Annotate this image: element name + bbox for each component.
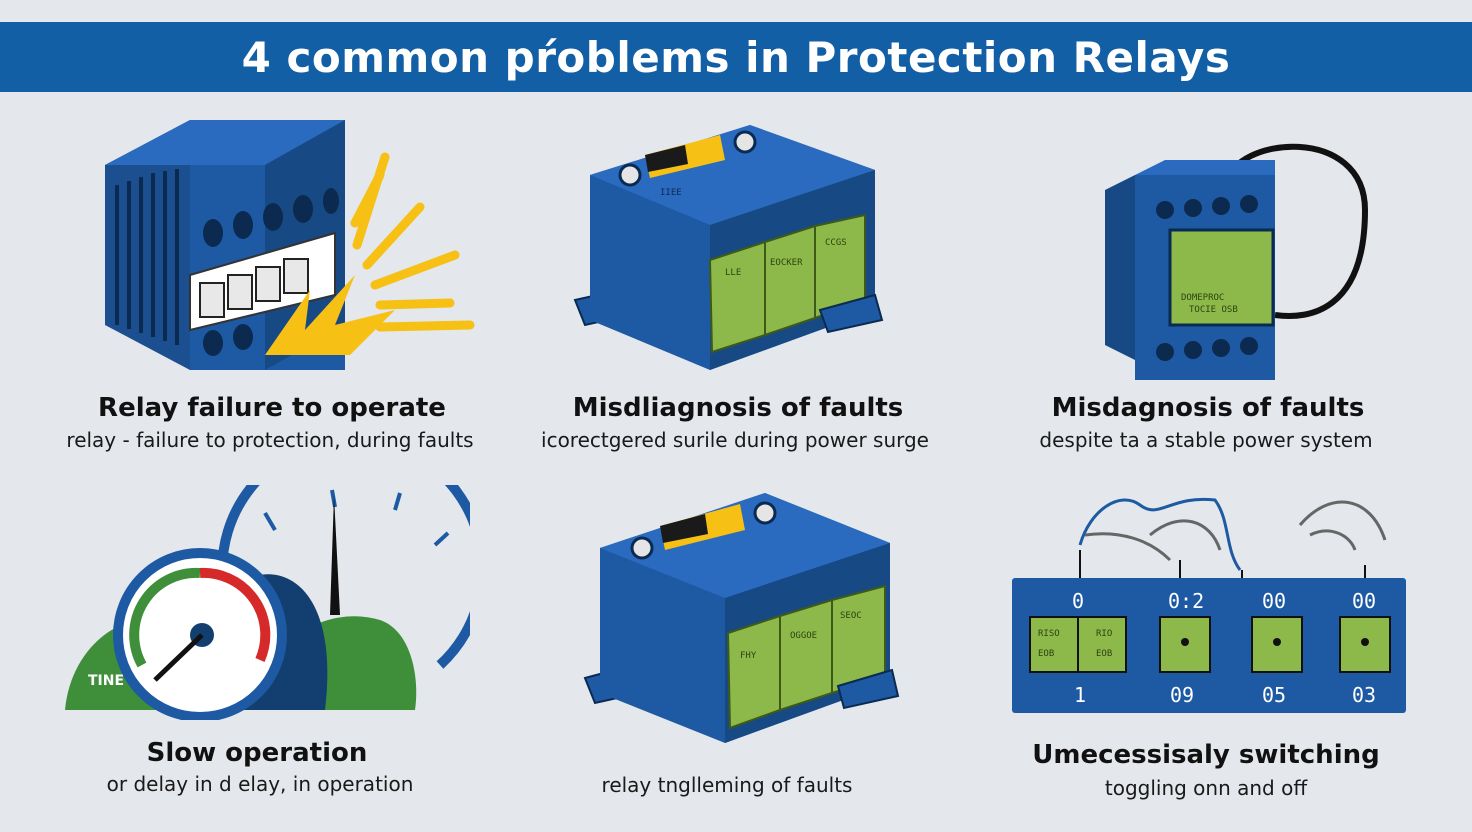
svg-text:EOCKER: EOCKER [770, 258, 803, 268]
strip-bottom-label-2: 09 [1170, 683, 1194, 707]
panel-2-subtitle: icorectgered surile during power surge [541, 428, 929, 452]
strip-bottom-label-1: 1 [1074, 683, 1086, 707]
svg-text:IIEE: IIEE [660, 188, 682, 198]
gauge-icon: TINE [65, 485, 470, 720]
relay-module-icon-2: FHY OGGOE SEOC [583, 493, 900, 743]
svg-text:OGGOE: OGGOE [790, 631, 817, 641]
svg-text:SEOC: SEOC [840, 611, 862, 621]
header-banner: 4 common pŕoblems in Protection Relays [0, 22, 1472, 92]
panel-4-subtitle: or delay in d elay, in operation [106, 772, 414, 796]
strip-top-label-4: 00 [1352, 589, 1376, 613]
din-relay-icon: DOMEPROC TOCIE OSB [1105, 143, 1369, 380]
relay-module-icon: LLE EOCKER CCGS IIEE [573, 125, 884, 370]
svg-text:TOCIE OSB: TOCIE OSB [1189, 305, 1238, 315]
panel-6-subtitle: toggling onn and off [1104, 776, 1308, 800]
panel-3-title: Misdagnosis of faults [1051, 393, 1365, 423]
relay-strip-icon: RISO RIO EOB EOB 0 0:2 00 00 1 09 05 03 [1012, 497, 1406, 713]
page-title: 4 common pŕoblems in Protection Relays [241, 32, 1231, 82]
burning-relay-icon [105, 120, 475, 370]
panel-4-title: Slow operation [146, 738, 368, 768]
strip-top-label-3: 00 [1262, 589, 1286, 613]
panel-1-title: Relay failure to operate [98, 393, 446, 423]
svg-text:RIO: RIO [1096, 629, 1112, 639]
panel-3-subtitle: despite ta a stable power system [1039, 428, 1373, 452]
svg-text:LLE: LLE [725, 268, 741, 278]
svg-text:DOMEPROC: DOMEPROC [1181, 293, 1224, 303]
svg-text:EOB: EOB [1096, 649, 1112, 659]
panel-1-subtitle: relay - failure to protection, during fa… [66, 428, 474, 452]
panel-2-title: Misdliagnosis of faults [572, 393, 904, 423]
panel-5-subtitle: relay tnglleming of faults [601, 773, 853, 797]
strip-bottom-label-3: 05 [1262, 683, 1286, 707]
svg-text:EOB: EOB [1038, 649, 1054, 659]
gauge-label: TINE [88, 673, 124, 689]
svg-text:RISO: RISO [1038, 629, 1060, 639]
panel-6-title: Umecessisaly switching [1032, 740, 1380, 770]
strip-bottom-label-4: 03 [1352, 683, 1376, 707]
svg-text:FHY: FHY [740, 651, 757, 661]
strip-top-label-1: 0 [1072, 589, 1084, 613]
strip-top-label-2: 0:2 [1168, 589, 1204, 613]
svg-text:CCGS: CCGS [825, 238, 847, 248]
